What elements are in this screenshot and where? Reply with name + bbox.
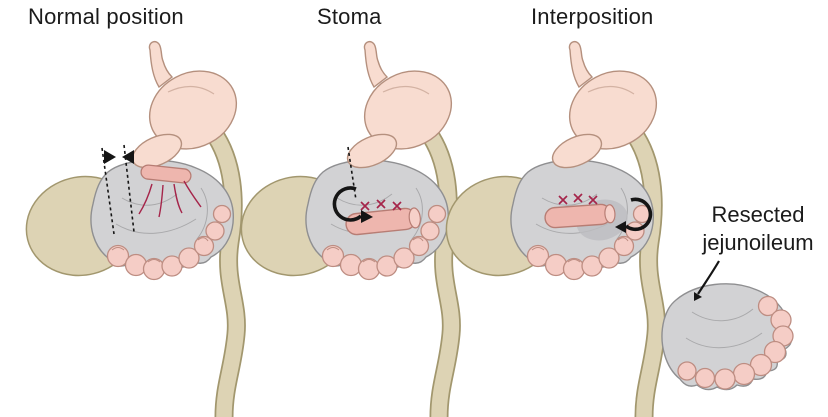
resected-label-line2: jejunoileum bbox=[702, 229, 814, 255]
panel-label-stoma: Stoma bbox=[317, 4, 382, 29]
resected-label-line1: Resected bbox=[711, 202, 805, 227]
panel-stoma-illustration bbox=[231, 42, 465, 417]
resected-coils bbox=[677, 295, 794, 390]
rotation-arrowhead bbox=[361, 210, 373, 223]
suture-marks bbox=[558, 193, 598, 205]
pointer-arrowhead bbox=[694, 292, 702, 301]
interposed-segment bbox=[544, 203, 616, 229]
resected-texture bbox=[685, 332, 763, 349]
panel-label-interposition: Interposition bbox=[531, 4, 654, 29]
rotation-arrowhead bbox=[615, 221, 626, 233]
resected-jejunoileum-illustration bbox=[661, 260, 794, 391]
rotation-arrow bbox=[332, 186, 363, 222]
proximal-jejunum-segment bbox=[140, 164, 192, 184]
distance-arrows bbox=[104, 150, 134, 164]
suture-marks bbox=[360, 199, 402, 211]
resected-texture bbox=[691, 308, 754, 322]
pointer-arrow bbox=[697, 260, 720, 295]
resected-jejunoileum-label: Resected jejunoileum bbox=[688, 201, 828, 256]
panel-interposition-illustration bbox=[436, 42, 670, 417]
panel-label-normal-position: Normal position bbox=[28, 4, 184, 29]
mesenteric-vessels bbox=[138, 180, 202, 218]
rotation-arrow bbox=[624, 197, 653, 232]
resection-margin-line bbox=[347, 146, 357, 201]
panel-normal-illustration bbox=[16, 42, 250, 417]
